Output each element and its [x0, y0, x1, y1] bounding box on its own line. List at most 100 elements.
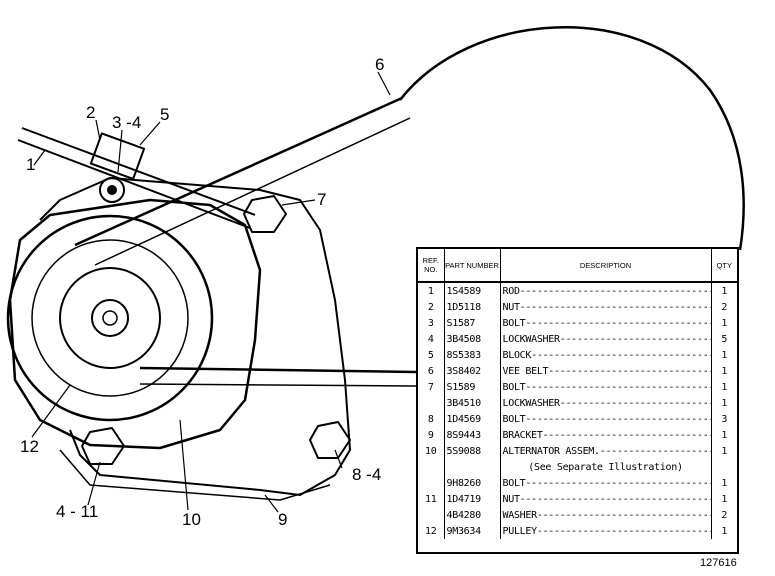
- callout-8-4: 8 -4: [352, 465, 381, 484]
- qty-cell: 1: [710, 427, 737, 443]
- qty-cell: 2: [710, 507, 737, 523]
- description-cell: LOCKWASHER------------------------------…: [499, 395, 711, 411]
- ref-cell: [418, 459, 444, 475]
- drawing-number: 127616: [700, 557, 737, 569]
- description-cell: BOLT------------------------------------…: [499, 315, 711, 331]
- description-cell: NUT-------------------------------------…: [499, 491, 711, 507]
- qty-cell: 1: [710, 475, 737, 491]
- qty-cell: 1: [710, 282, 737, 299]
- qty-cell: 1: [710, 379, 737, 395]
- qty-cell: 3: [710, 411, 737, 427]
- qty-cell: 1: [710, 315, 737, 331]
- bolt-head-8: [309, 421, 351, 459]
- qty-cell: 5: [710, 331, 737, 347]
- pivot-bolt: [99, 177, 125, 203]
- description-cell: BOLT------------------------------------…: [499, 475, 711, 491]
- part-number-cell: 3B4510: [443, 395, 500, 411]
- belt-upper-run-inner: [94, 117, 411, 266]
- header-ref-no: REF. NO.: [418, 249, 444, 283]
- description-cell: VEE BELT--------------------------------…: [499, 363, 711, 379]
- ref-cell: 3: [427, 317, 434, 329]
- adjusting-block: [89, 132, 146, 180]
- callout-6: 6: [375, 55, 384, 74]
- ref-cell: [418, 475, 444, 491]
- pulley-outer: [6, 214, 214, 422]
- callout-3-4: 3 -4: [112, 113, 141, 132]
- part-number-cell: S1589: [443, 379, 500, 395]
- header-qty: QTY: [710, 249, 737, 283]
- table-header-row: REF. NO. PART NUMBER DESCRIPTION QTY: [418, 249, 737, 283]
- callout-9: 9: [278, 510, 287, 529]
- part-number-cell: 4B4280: [443, 507, 500, 523]
- ref-cell: 11: [425, 493, 437, 505]
- description-cell: PULLEY----------------------------------…: [499, 523, 711, 539]
- description-cell: BOLT------------------------------------…: [499, 379, 711, 395]
- ref-cell: [418, 395, 444, 411]
- qty-cell: 1: [710, 363, 737, 379]
- bolt-head-4-11: [81, 427, 125, 465]
- bracket-lower-edge: [59, 449, 331, 501]
- part-number-cell: 9M3634: [443, 523, 500, 539]
- part-number-cell: S1587: [443, 315, 500, 331]
- belt-lower-run: [139, 366, 417, 374]
- qty-cell: 1: [710, 491, 737, 507]
- part-number-cell: 3S8402: [443, 363, 500, 379]
- header-description: DESCRIPTION: [499, 249, 711, 283]
- description-cell: BLOCK-----------------------------------…: [499, 347, 711, 363]
- bracket-outline: [39, 177, 351, 496]
- part-number-cell: 8S5383: [443, 347, 500, 363]
- ref-cell: 2: [427, 301, 434, 313]
- belt-lower-run-inner: [139, 383, 417, 387]
- qty-cell: 1: [710, 395, 737, 411]
- callout-5: 5: [160, 105, 169, 124]
- pulley-groove: [31, 239, 189, 397]
- part-number-cell: 1D4719: [443, 491, 500, 507]
- ref-cell: 4: [427, 333, 434, 345]
- ref-cell: 12: [425, 525, 437, 537]
- ref-cell: 10: [425, 445, 437, 457]
- ref-cell: 8: [427, 413, 434, 425]
- ref-cell: 7: [427, 381, 434, 393]
- ref-cell: 6: [427, 365, 434, 377]
- callout-2: 2: [86, 103, 95, 122]
- qty-cell: 1: [710, 443, 737, 459]
- part-number-cell: 1D5118: [443, 299, 500, 315]
- table-row: (See Separate Illustration): [418, 459, 737, 475]
- qty-cell: [710, 459, 737, 475]
- part-number-cell: 5S9088: [443, 443, 500, 459]
- description-cell: LOCKWASHER------------------------------…: [499, 331, 711, 347]
- bolt-head-7: [243, 195, 287, 233]
- description-cell: BOLT------------------------------------…: [499, 411, 711, 427]
- qty-cell: 1: [710, 523, 737, 539]
- part-number-cell: 9H8260: [443, 475, 500, 491]
- callout-10: 10: [182, 510, 201, 529]
- description-cell: BRACKET---------------------------------…: [499, 427, 711, 443]
- description-cell: WASHER----------------------------------…: [499, 507, 711, 523]
- description-cell: (See Separate Illustration): [499, 459, 711, 475]
- callout-4-11: 4 - 11: [56, 502, 98, 521]
- belt-loop: [399, 26, 745, 251]
- callout-12: 12: [20, 437, 39, 456]
- alternator-body: [8, 198, 262, 450]
- ref-cell: 5: [427, 349, 434, 361]
- ref-cell: [418, 507, 444, 523]
- part-number-cell: 8S9443: [443, 427, 500, 443]
- callout-1: 1: [26, 155, 35, 174]
